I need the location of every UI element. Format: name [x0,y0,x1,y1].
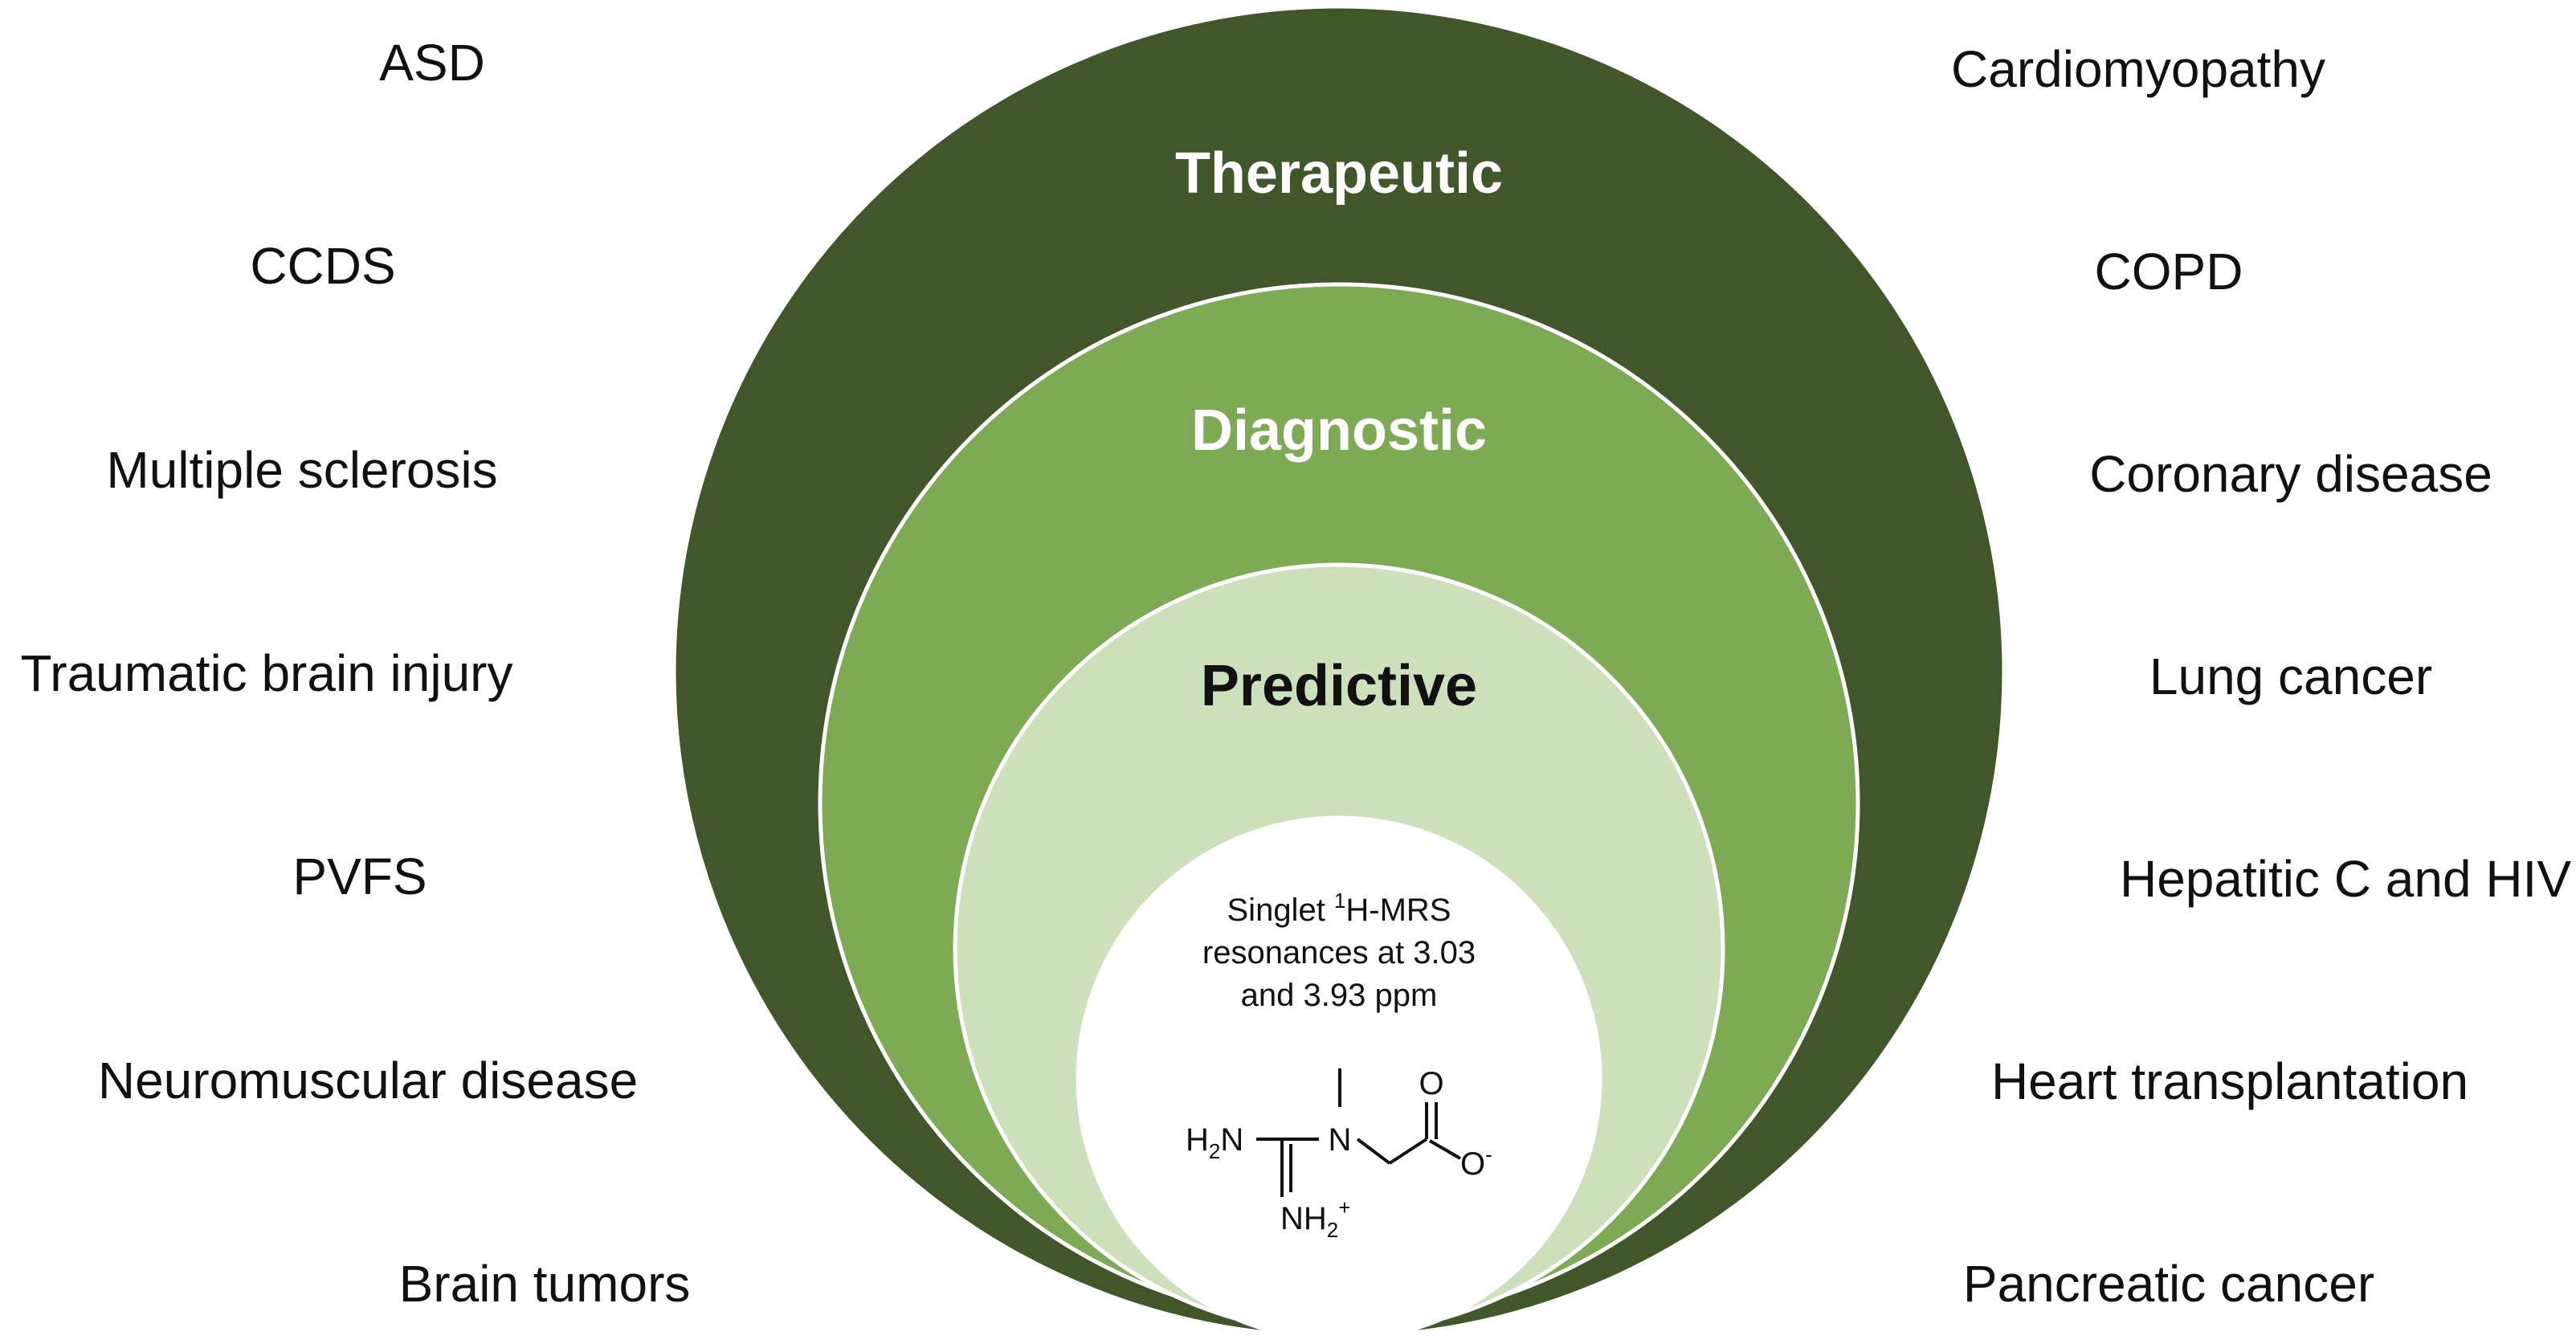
molecule-bonds [1256,1068,1462,1197]
imine-nh: NH [1280,1201,1327,1236]
left-condition-asd: ASD [379,34,485,92]
left-condition-brain-tumors: Brain tumors [399,1255,691,1313]
oxide-o: O [1460,1146,1485,1182]
imine-charge: + [1338,1195,1350,1219]
left-condition-neuromuscular-disease: Neuromuscular disease [98,1052,638,1109]
left-condition-traumatic-brain-injury: Traumatic brain injury [21,644,513,702]
left-condition-multiple-sclerosis: Multiple sclerosis [106,441,497,499]
imine-sub: 2 [1327,1218,1338,1242]
predictive-label: Predictive [1201,654,1477,718]
right-condition-cardiomyopathy: Cardiomyopathy [1951,40,2325,98]
right-condition-copd: COPD [2095,243,2243,300]
amine-n: N [1220,1122,1243,1158]
diagnostic-label: Diagnostic [1191,398,1487,463]
center-line-1-prefix: Singlet [1227,893,1334,928]
amine-h: H [1186,1122,1209,1158]
nested-circles [672,4,2007,1342]
center-line-2: resonances at 3.03 [1202,935,1476,970]
center-line-3: and 3.93 ppm [1241,978,1438,1013]
right-condition-coronary-disease: Coronary disease [2089,445,2492,503]
oxide-group: O- [1460,1142,1492,1182]
carbonyl-oxygen: O [1419,1066,1443,1101]
left-conditions: ASD CCDS Multiple sclerosis Traumatic br… [21,34,691,1313]
center-line-1: Singlet 1H-MRS [1227,889,1451,928]
center-line-1-suffix: H-MRS [1345,893,1451,928]
center-description: Singlet 1H-MRS resonances at 3.03 and 3.… [1202,889,1476,1013]
right-condition-pancreatic-cancer: Pancreatic cancer [1963,1255,2374,1313]
center-line-1-sup: 1 [1334,889,1345,913]
center-nitrogen: N [1329,1122,1352,1158]
amine-sub: 2 [1209,1139,1220,1163]
right-condition-heart-transplantation: Heart transplantation [1991,1052,2468,1110]
oxide-charge: - [1485,1142,1492,1166]
left-condition-ccds: CCDS [250,237,395,295]
right-condition-hepatitic-c-and-hiv: Hepatitic C and HIV [2120,850,2571,908]
right-condition-lung-cancer: Lung cancer [2149,647,2432,705]
imine-group: NH2+ [1280,1195,1350,1242]
therapeutic-label: Therapeutic [1175,141,1503,206]
amine-group: H2N [1186,1122,1243,1163]
left-condition-pvfs: PVFS [292,848,427,905]
creatine-molecule: H2N N NH2+ O O- [1186,1066,1492,1242]
right-conditions: Cardiomyopathy COPD Coronary disease Lun… [1951,40,2571,1313]
